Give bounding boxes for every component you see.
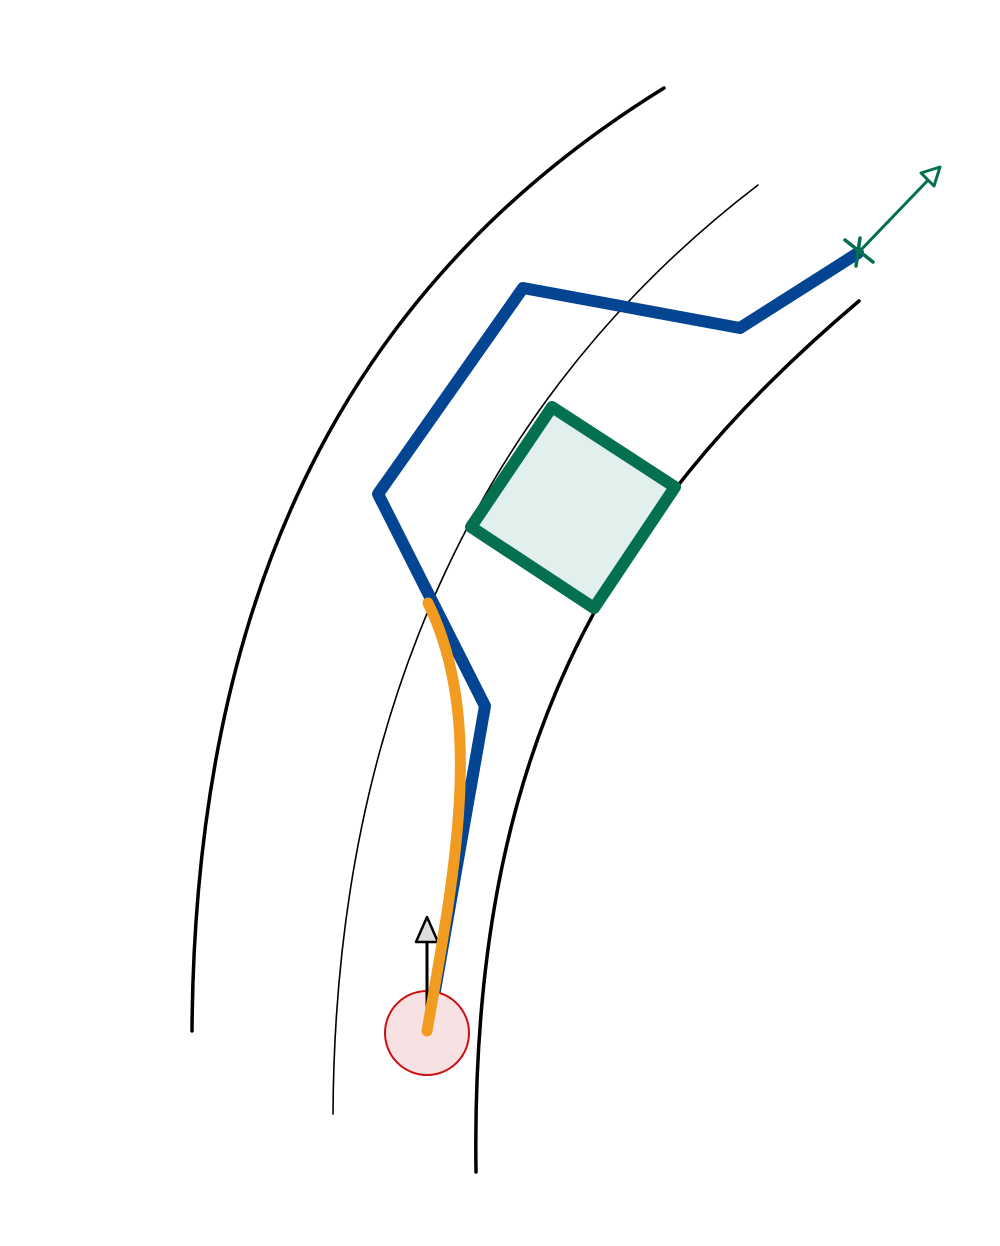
goal-direction-arrow-icon [856,165,942,255]
goal-cross-icon [843,236,875,268]
road-left-boundary [190,86,666,1033]
planned-path [372,247,864,1042]
road-center-line [332,184,759,1115]
road-right-boundary [474,299,861,1174]
obstacle-box [465,401,681,614]
predicted-trajectory [421,597,466,1037]
